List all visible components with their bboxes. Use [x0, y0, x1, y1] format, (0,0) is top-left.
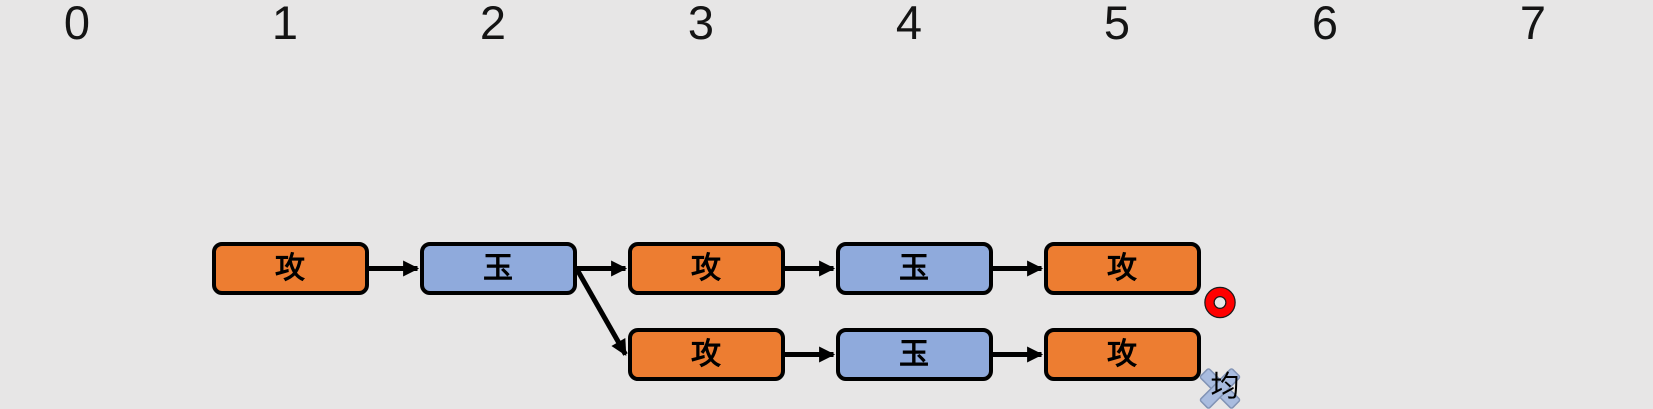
- prune-label: 均: [1210, 370, 1239, 403]
- tree-node-attacker-n3: 攻: [627, 242, 785, 295]
- ruler-label-0: 0: [63, 0, 91, 49]
- tree-node-attacker-n5: 攻: [1043, 242, 1201, 295]
- ruler-label-4: 4: [895, 0, 923, 49]
- tree-edge-n2-n6: [574, 267, 628, 356]
- node-label: 玉: [899, 337, 929, 371]
- node-label: 玉: [483, 251, 513, 285]
- tree-node-attacker-n1: 攻: [211, 242, 369, 295]
- tree-node-defender-n4: 玉: [835, 242, 993, 295]
- node-label: 玉: [899, 251, 929, 285]
- tree-node-defender-n2: 玉: [419, 242, 577, 295]
- ruler-label-2: 2: [479, 0, 507, 49]
- ruler-label-6: 6: [1311, 0, 1339, 49]
- ruler-label-5: 5: [1103, 0, 1131, 49]
- ruler-label-3: 3: [687, 0, 715, 49]
- mate-success-circle: [1204, 286, 1236, 319]
- pruned-x-marker: 均: [1199, 368, 1241, 409]
- tree-node-attacker-n8: 攻: [1043, 328, 1201, 381]
- tree-node-attacker-n6: 攻: [627, 328, 785, 381]
- node-label: 攻: [275, 251, 305, 285]
- node-label: 攻: [1107, 251, 1137, 285]
- node-label: 攻: [691, 251, 721, 285]
- ruler-label-1: 1: [271, 0, 299, 49]
- node-label: 攻: [691, 337, 721, 371]
- tree-node-defender-n7: 玉: [835, 328, 993, 381]
- node-label: 攻: [1107, 337, 1137, 371]
- ruler-label-7: 7: [1519, 0, 1547, 49]
